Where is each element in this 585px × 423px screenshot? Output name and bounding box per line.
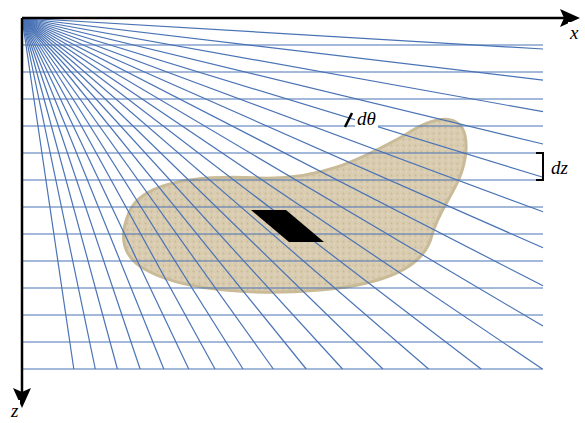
depth-line bbox=[22, 98, 543, 99]
ray-line bbox=[22, 18, 74, 369]
depth-line bbox=[22, 260, 543, 261]
ray-line bbox=[22, 18, 543, 286]
ray-line bbox=[22, 18, 429, 369]
axis-label: x bbox=[568, 22, 580, 43]
ray-line bbox=[22, 18, 189, 369]
depth-line bbox=[22, 314, 543, 315]
ray-line bbox=[22, 18, 543, 144]
dtheta-tick bbox=[345, 113, 352, 127]
ray-line bbox=[22, 18, 95, 369]
ray-line bbox=[22, 18, 543, 248]
ray-line bbox=[22, 18, 306, 369]
ray-line bbox=[22, 18, 273, 369]
ray-line bbox=[22, 18, 543, 49]
ray-line bbox=[22, 18, 215, 369]
depth-line bbox=[22, 71, 543, 72]
ray-line bbox=[22, 18, 343, 369]
ray-line bbox=[22, 18, 542, 369]
ray-line bbox=[22, 18, 243, 369]
ray-line bbox=[22, 18, 543, 177]
depth-line bbox=[22, 341, 543, 342]
body-region bbox=[123, 119, 466, 292]
ray-line bbox=[22, 18, 383, 369]
x-axis bbox=[22, 17, 565, 20]
depth-line bbox=[22, 206, 543, 207]
ray-line bbox=[22, 18, 481, 369]
ray-line bbox=[22, 18, 140, 369]
depth-line bbox=[22, 287, 543, 288]
z-axis bbox=[21, 18, 24, 393]
cell bbox=[251, 210, 324, 242]
ray-line bbox=[22, 18, 117, 369]
angle-label: dθ bbox=[355, 108, 378, 129]
axis-label: z bbox=[9, 400, 20, 421]
ray-line bbox=[22, 18, 164, 369]
ray-grid bbox=[22, 18, 543, 369]
spacing-label: dz bbox=[549, 157, 570, 178]
ray-line bbox=[22, 18, 543, 326]
depth-line bbox=[22, 179, 543, 180]
dz-bracket bbox=[536, 153, 543, 180]
depth-line bbox=[22, 368, 543, 369]
